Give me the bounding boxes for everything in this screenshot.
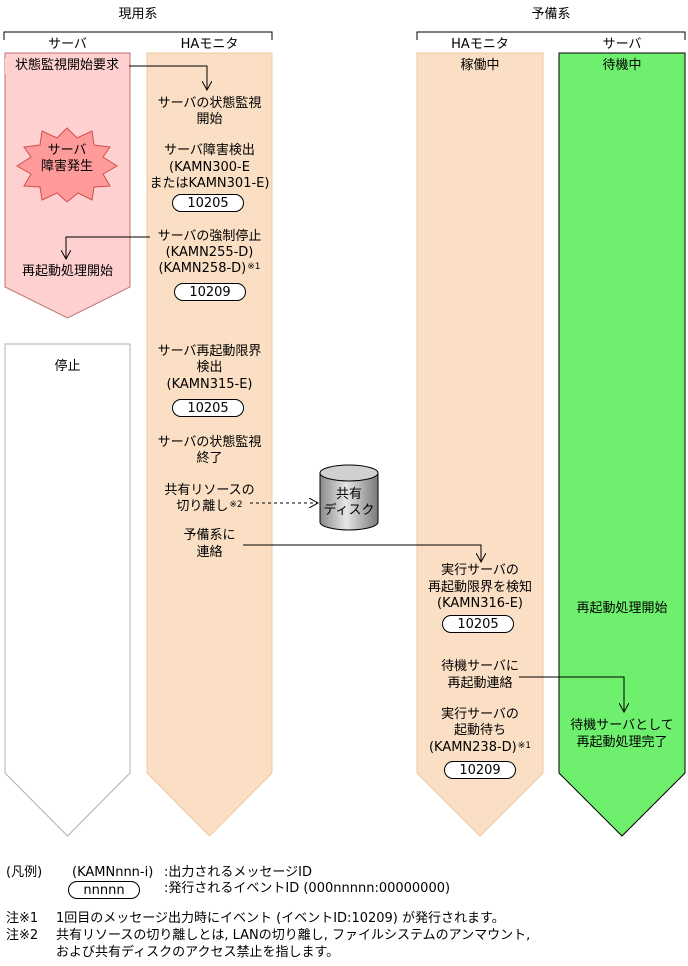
active-ha-lane — [146, 52, 273, 837]
waiting-label: 待機中 — [602, 58, 642, 73]
fault-line-1: サーバ — [47, 143, 87, 158]
force-stop-label-2: (KAMN255-D) — [165, 245, 254, 260]
active-server-column-header: サーバ — [48, 37, 87, 52]
note-2-text-1: 共有リソースの切り離しとは, LANの切り離し, ファイルシステムのアンマウント… — [56, 928, 531, 943]
standby-notify-label-2: 再起動連絡 — [447, 676, 513, 691]
monitor-end-label-2: 終了 — [196, 451, 223, 466]
notify-standby-label-1: 予備系に — [183, 528, 236, 543]
stopped-label: 停止 — [54, 359, 81, 374]
legend-event-sample: nnnnn — [68, 881, 140, 899]
note-ref-2: ※2 — [229, 500, 243, 510]
arrow-force-stop-to-restart — [66, 236, 150, 259]
active-server-lane-bottom — [4, 343, 131, 837]
fault-line-2: 障害発生 — [40, 159, 93, 174]
arrow-standby-notify-to-server — [519, 676, 624, 712]
event-id-badge: 10205 — [172, 194, 244, 212]
notify-standby-label-2: 連絡 — [196, 545, 223, 560]
event-id-badge: 10209 — [174, 283, 246, 301]
note-ref-1: ※1 — [517, 741, 532, 751]
arrow-request-to-monitor — [127, 65, 207, 90]
running-label: 稼働中 — [460, 58, 500, 73]
arrow-notify-to-standby — [243, 544, 481, 562]
standby-wait-label-1: 実行サーバの — [441, 707, 519, 722]
note-2-label: 注※2 — [6, 928, 39, 943]
standby-detect-label-3: (KAMN316-E) — [437, 596, 523, 611]
monitor-end-label-1: サーバの状態監視 — [157, 435, 262, 450]
restart-limit-label-2: 検出 — [196, 360, 223, 375]
note-2-text-2: および共有ディスクのアクセス禁止を指します。 — [56, 945, 340, 960]
standby-system-bracket — [416, 31, 686, 40]
note-ref-1: ※1 — [247, 262, 261, 272]
note-1-text: 1回目のメッセージ出力時にイベント (イベントID:10209) が発行されます… — [56, 911, 505, 926]
event-id-badge: 10205 — [442, 615, 514, 633]
force-stop-label-3: (KAMN258-D)※1 — [158, 261, 261, 276]
fault-detect-label-1: サーバ障害検出 — [164, 143, 255, 158]
monitor-start-label-2: 開始 — [196, 112, 223, 127]
active-system-label: 現用系 — [118, 7, 158, 22]
legend-event-desc: :発行されるイベントID (000nnnnn:00000000) — [164, 881, 451, 896]
legend-message-desc: :出力されるメッセージID — [164, 865, 312, 880]
fault-detect-label-3: またはKAMN301-E) — [149, 176, 270, 191]
event-id-badge: 10205 — [172, 399, 244, 417]
separate-label-2: 切り離し※2 — [176, 499, 243, 514]
fault-detect-label-2: (KAMN300-E — [169, 160, 250, 175]
restart-limit-label-3: (KAMN315-E) — [166, 377, 253, 392]
note-1-label: 注※1 — [6, 911, 39, 926]
standby-detect-label-2: 再起動限界を検知 — [427, 580, 532, 595]
separate-label-1: 共有リソースの — [164, 483, 255, 498]
active-system-bracket — [3, 31, 273, 40]
standby-server-column-header: サーバ — [602, 37, 642, 52]
standby-wait-label-2: 起動待ち — [453, 723, 506, 738]
standby-server-lane — [558, 52, 686, 837]
restart-done-label-1: 待機サーバとして — [570, 718, 674, 733]
monitor-request-label: 状態監視開始要求 — [5, 58, 129, 74]
legend-message-sample: (KAMNnnn-i) — [72, 865, 154, 880]
disk-label-1: 共有 — [335, 487, 362, 502]
disk-label-2: ディスク — [323, 503, 375, 518]
monitor-start-label-1: サーバの状態監視 — [157, 96, 262, 111]
event-id-badge: 10209 — [444, 761, 516, 779]
active-restart-start-label: 再起動処理開始 — [21, 264, 113, 279]
restart-done-label-2: 再起動処理完了 — [576, 735, 668, 750]
standby-detect-label-1: 実行サーバの — [441, 563, 519, 578]
standby-ha-lane — [416, 52, 544, 837]
restart-limit-label-1: サーバ再起動限界 — [157, 344, 262, 359]
standby-ha-column-header: HAモニタ — [451, 37, 509, 52]
force-stop-label-1: サーバの強制停止 — [157, 229, 262, 244]
shared-disk-cylinder — [319, 464, 379, 531]
standby-notify-label-1: 待機サーバに — [441, 659, 519, 674]
standby-system-label: 予備系 — [531, 7, 571, 22]
active-ha-column-header: HAモニタ — [180, 37, 239, 52]
standby-restart-start-label: 再起動処理開始 — [576, 601, 668, 616]
fault-burst-shape — [16, 127, 118, 203]
standby-wait-label-3: (KAMN238-D)※1 — [428, 740, 532, 755]
legend-title: (凡例) — [6, 865, 43, 880]
